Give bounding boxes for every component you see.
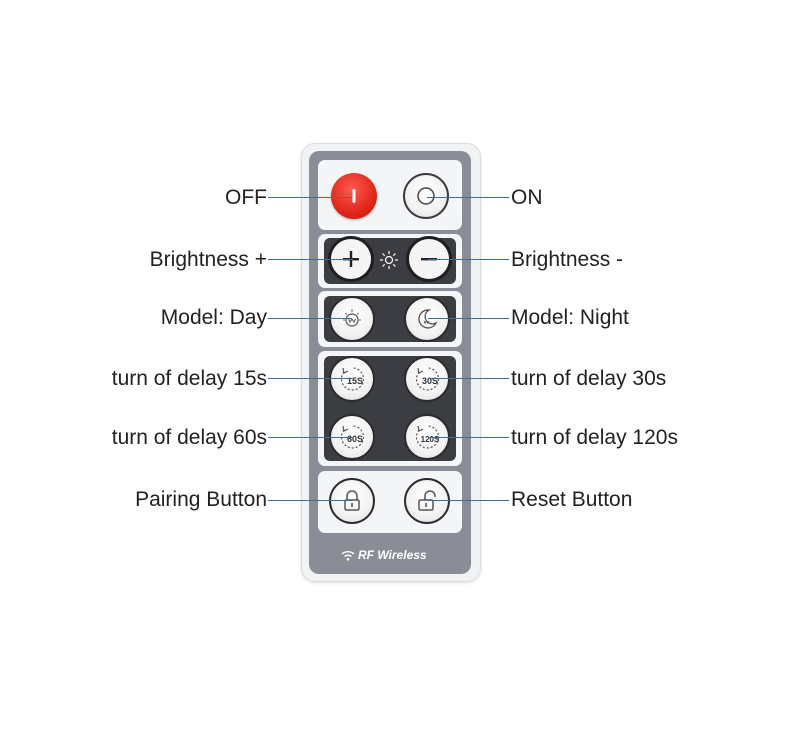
night-mode-icon <box>418 309 438 329</box>
leader-brightness-down <box>428 259 509 260</box>
wifi-icon <box>341 550 355 561</box>
label-reset: Reset Button <box>511 488 633 511</box>
delay-15-button[interactable]: 15S <box>329 356 375 402</box>
label-day-mode: Model: Day <box>160 306 267 329</box>
night-mode-button[interactable] <box>404 296 450 342</box>
timer-icon <box>415 367 440 391</box>
delay-15-text: 15S <box>346 376 363 386</box>
leader-brightness-up <box>268 259 353 260</box>
timer-icon <box>340 367 365 391</box>
delay-30-button[interactable]: 30S <box>404 356 450 402</box>
label-brightness-down: Brightness - <box>511 248 624 271</box>
power-off-icon <box>352 189 356 203</box>
delay-60-text: 60S <box>346 434 363 444</box>
on-button[interactable] <box>403 173 449 219</box>
leader-reset <box>428 500 509 501</box>
label-delay-60: turn of delay 60s <box>111 426 267 449</box>
reset-button[interactable] <box>404 478 450 524</box>
label-delay-30: turn of delay 30s <box>511 367 667 390</box>
label-brightness-up: Brightness + <box>149 248 267 271</box>
leader-pairing <box>268 500 352 501</box>
unlock-icon <box>418 490 436 511</box>
label-on: ON <box>511 186 543 209</box>
day-mode-icon <box>343 309 361 327</box>
lock-icon <box>344 490 360 511</box>
label-delay-120: turn of delay 120s <box>511 426 678 449</box>
leader-delay-120 <box>428 437 509 438</box>
label-pairing: Pairing Button <box>135 488 267 511</box>
label-off: OFF <box>225 186 267 209</box>
brand-text: RF Wireless <box>358 548 427 562</box>
sun-icon <box>380 251 398 269</box>
leader-delay-15 <box>268 378 352 379</box>
leader-day <box>268 318 352 319</box>
delay-120-button[interactable]: 120S <box>404 414 450 460</box>
leader-delay-30 <box>428 378 509 379</box>
delay-120-text: 120S <box>420 434 440 444</box>
delay-30-text: 30S <box>421 376 438 386</box>
brand-mark: RF Wireless <box>341 548 427 562</box>
off-button[interactable] <box>331 173 377 219</box>
label-delay-15: turn of delay 15s <box>111 367 267 390</box>
leader-night <box>428 318 509 319</box>
pairing-button[interactable] <box>329 478 375 524</box>
day-mode-button[interactable] <box>329 296 375 342</box>
leader-on <box>427 197 509 198</box>
leader-off <box>268 197 352 198</box>
label-night-mode: Model: Night <box>511 306 629 329</box>
timer-icon <box>415 425 440 449</box>
leader-delay-60 <box>268 437 352 438</box>
power-on-icon <box>417 187 435 205</box>
